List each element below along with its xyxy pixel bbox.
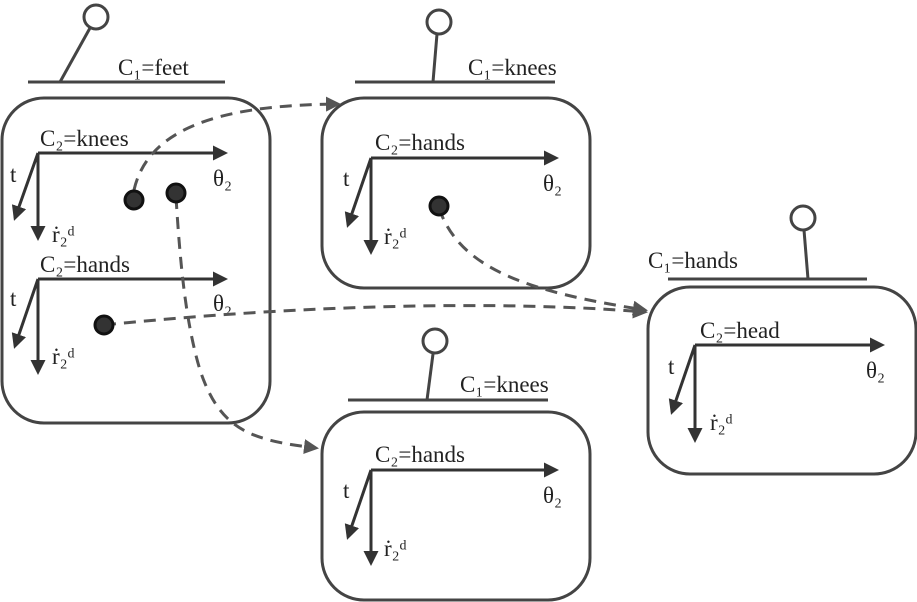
t-label: t	[10, 286, 17, 311]
state-dots	[93, 182, 450, 336]
rdot-label: ṙ₂ᵈ	[710, 410, 733, 435]
c2-label: C₂=hands	[40, 252, 130, 277]
panel-knees-bottom: C₁=knees C₂=hands θ₂ t ṙ₂ᵈ	[320, 327, 592, 602]
t-axis-arrow	[668, 344, 697, 415]
rdot-label: ṙ₂ᵈ	[52, 222, 75, 247]
c1-label: C₁=hands	[648, 248, 738, 273]
c2-label: C₂=knees	[40, 126, 129, 151]
t-axis-arrow	[344, 469, 373, 540]
contact-pin	[668, 204, 867, 281]
c2-label: C₂=hands	[375, 442, 465, 467]
transition-arrow-knees-top	[132, 96, 341, 191]
rdot-label: ṙ₂ᵈ	[52, 344, 75, 369]
axes-c2-hands: C₂=hands θ₂ t ṙ₂ᵈ	[343, 130, 562, 255]
transitions	[103, 96, 648, 455]
axes-c2-hands: C₂=hands θ₂ t ṙ₂ᵈ	[343, 442, 562, 566]
axes-c2-head: C₂=head θ₂ t ṙ₂ᵈ	[668, 318, 885, 443]
t-axis-arrow	[344, 157, 373, 228]
panel-hands: C₁=hands C₂=head θ₂ t ṙ₂ᵈ	[646, 204, 917, 476]
state-dot	[428, 195, 450, 217]
c1-label: C₁=knees	[468, 55, 557, 80]
axes-c2-knees: C₂=knees θ₂ t ṙ₂ᵈ	[10, 126, 232, 247]
state-box	[320, 96, 592, 290]
state-box	[646, 285, 917, 476]
state-dot	[165, 182, 187, 204]
contact-pin	[28, 3, 225, 84]
c2-label: C₂=hands	[375, 130, 465, 155]
contact-pin	[348, 327, 548, 402]
axes-c2-hands: C₂=hands θ₂ t ṙ₂ᵈ	[10, 252, 232, 375]
theta-label: θ₂	[213, 166, 232, 191]
theta-label: θ₂	[543, 483, 562, 508]
t-label: t	[343, 166, 350, 191]
c1-label: C₁=feet	[118, 55, 189, 80]
t-label: t	[668, 354, 675, 379]
t-axis-arrow	[11, 152, 40, 221]
state-box	[0, 96, 272, 425]
panel-knees-top: C₁=knees C₂=hands θ₂ t ṙ₂ᵈ	[320, 8, 592, 290]
theta-label: θ₂	[543, 171, 562, 196]
c2-label: C₂=head	[700, 318, 780, 343]
t-label: t	[343, 478, 350, 503]
transition-arrow-hands-from-feet	[103, 303, 648, 327]
state-box	[320, 410, 592, 602]
theta-label: θ₂	[213, 291, 232, 316]
t-label: t	[10, 162, 17, 187]
transition-arrow-hands-from-knees	[437, 207, 648, 316]
rdot-label: ṙ₂ᵈ	[384, 224, 407, 249]
state-dot	[123, 189, 145, 211]
state-dot	[93, 314, 115, 336]
rdot-label: ṙ₂ᵈ	[384, 536, 407, 561]
contact-pin	[355, 8, 555, 84]
c1-label: C₁=knees	[460, 372, 549, 397]
theta-label: θ₂	[866, 358, 885, 383]
t-axis-arrow	[11, 278, 40, 349]
panel-feet: C₁=feet C₂=knees θ₂ t ṙ₂ᵈ C₂=hands θ₂ t…	[0, 3, 272, 425]
